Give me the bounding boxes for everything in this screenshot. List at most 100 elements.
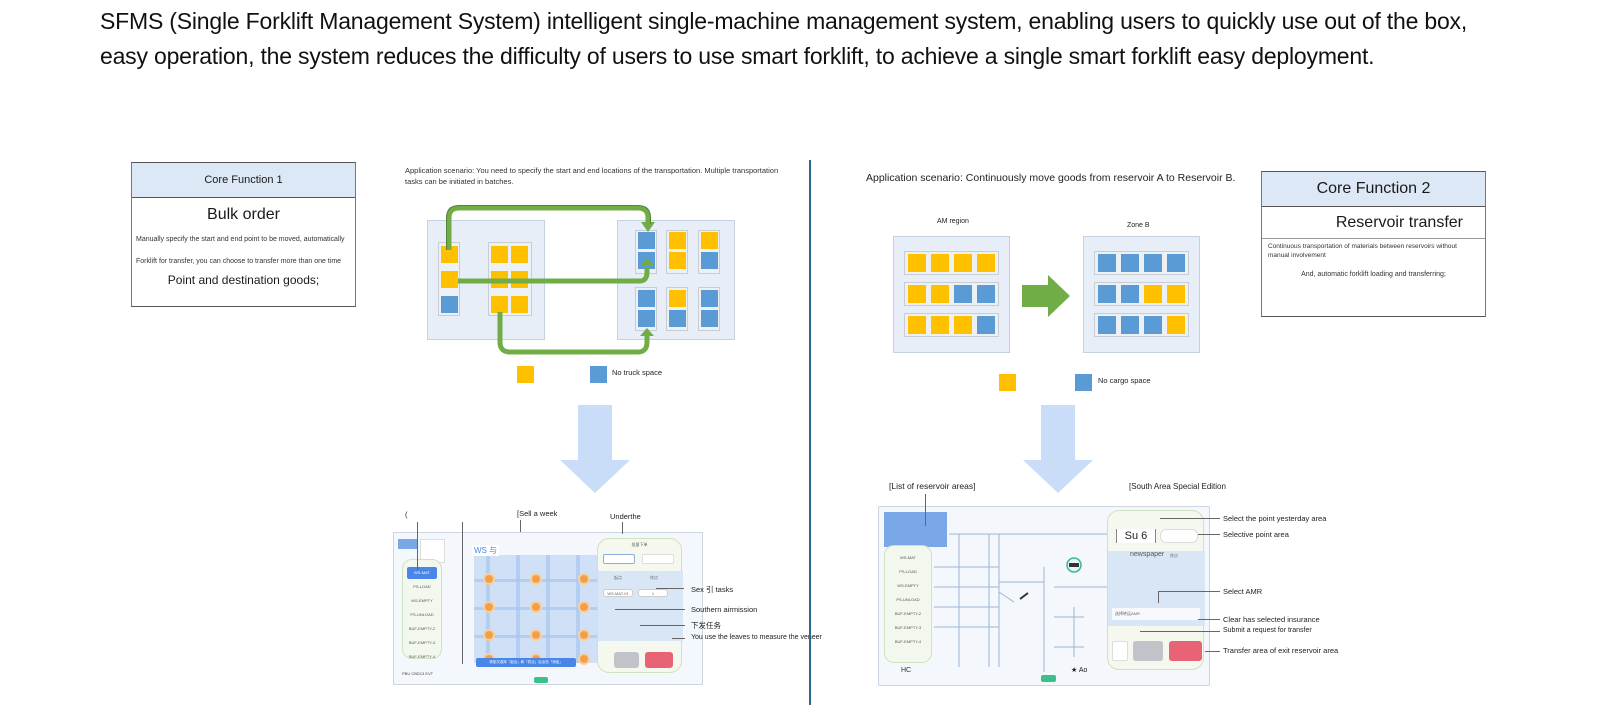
mock-1-list-item[interactable]: BUF-EMPTY-4 [408, 654, 436, 659]
empty-square [701, 310, 718, 327]
mock-1-device-label[interactable]: PBU CBD13 EVT [402, 671, 434, 676]
cargo-square [701, 232, 718, 249]
cargo-square [908, 285, 926, 303]
mock-1-annotation-left: ( [405, 510, 408, 519]
empty-square [1121, 285, 1139, 303]
region-a-grid [893, 236, 1010, 353]
mock-2-list-item[interactable]: BUF-EMPTY-3 [894, 625, 922, 630]
mock-1-panel-title: 批量下单 [631, 542, 648, 547]
core-function-2-header: Core Function 2 [1262, 172, 1485, 207]
mock-2-area-list: WS-MAT PS-LOAD WS-EMPTY PS-UNLOAD BUF-EM… [884, 545, 932, 663]
empty-square [441, 296, 458, 313]
route-top [446, 205, 651, 250]
empty-square [638, 290, 655, 307]
mock-2-list-item[interactable]: BUF-EMPTY-2 [894, 611, 922, 616]
cargo-square [491, 296, 508, 313]
empty-square [638, 232, 655, 249]
mock-1-area-list: WS-MAT PS-LOAD WS-EMPTY PS-UNLOAD BUF-EM… [402, 559, 442, 659]
scenario-2-text: Application scenario: Continuously move … [866, 172, 1236, 184]
cargo-square [931, 316, 949, 334]
mock-1-annotation-middle: [Sell a week [517, 509, 558, 518]
mock-2-minimap [884, 512, 947, 547]
mock-2-device-label[interactable]: HC [901, 667, 912, 674]
cargo-square [1144, 285, 1162, 303]
mock-1-list-item[interactable]: PS-LOAD [413, 584, 431, 589]
empty-square [1144, 316, 1162, 334]
region-a-label: AM region [937, 218, 969, 225]
legend-empty-label: No cargo space [1098, 376, 1151, 385]
cargo-square [931, 254, 949, 272]
mock-2-track-map [934, 533, 1124, 672]
mock-2-submit-button[interactable] [1133, 641, 1163, 661]
mock-2-exit-button[interactable] [1169, 641, 1202, 661]
transfer-routes [446, 205, 655, 355]
cargo-square [908, 316, 926, 334]
mock-1-annotation: Sex 引 tasks [691, 585, 734, 594]
mock-1-list-item[interactable]: BUF-EMPTY-3 [408, 640, 436, 645]
arrowhead [640, 328, 654, 336]
scenario-1-text: Application scenario: You need to specif… [405, 166, 779, 186]
mock-2-list-item[interactable]: WS-EMPTY [897, 583, 919, 588]
mock-1-dispatch-button[interactable] [645, 652, 673, 668]
mock-1-map-label: WS 与 [472, 545, 500, 556]
cargo-square [1167, 316, 1185, 334]
empty-square [669, 310, 686, 327]
mock-2-list-item[interactable]: BUF-EMPTY-4 [894, 639, 922, 644]
cargo-square [511, 246, 528, 263]
arrowhead [640, 258, 654, 266]
cargo-square [1167, 285, 1185, 303]
mock-1-list-item[interactable]: WS-MAT [407, 567, 437, 579]
empty-square [1098, 285, 1116, 303]
core-function-1-title: Bulk order [207, 206, 280, 223]
cargo-square [669, 290, 686, 307]
core-function-1-desc-1: Manually specify the start and end point… [136, 236, 345, 243]
mock-2-annotation-left: [List of reservoir areas] [889, 481, 976, 491]
cargo-square [491, 246, 508, 263]
route-bottom [497, 312, 650, 355]
mock-2-start-select[interactable]: Su 6 [1116, 529, 1156, 543]
core-function-1-card: Core Function 1 Bulk order Manually spec… [131, 162, 356, 307]
empty-square [954, 285, 972, 303]
mock-1-start-field[interactable]: WS-MAT-01 [603, 589, 633, 597]
intro-paragraph: SFMS (Single Forklift Management System)… [100, 8, 1468, 69]
mock-2-annotation: Selective point area [1223, 530, 1289, 539]
region-b-label: Zone B [1127, 222, 1150, 229]
mock-1-screenshot: WS-MAT PS-LOAD WS-EMPTY PS-UNLOAD BUF-EM… [393, 532, 703, 685]
mock-1-annotation: You use the leaves to measure the veneer [691, 634, 822, 641]
mock-1-minimap [398, 539, 418, 549]
mock-2-list-item[interactable]: PS-LOAD [899, 569, 917, 574]
mock-1-list-item[interactable]: PS-UNLOAD [410, 612, 434, 617]
mock-2-end-select[interactable] [1160, 529, 1198, 543]
legend-empty-swatch [1075, 374, 1092, 391]
mock-2-clear-button[interactable] [1112, 641, 1128, 661]
empty-square [1121, 254, 1139, 272]
core-function-2-title: Reservoir transfer [1262, 207, 1485, 239]
mock-1-status-toggle[interactable] [534, 677, 548, 683]
mock-1-end-select[interactable] [642, 554, 674, 564]
mock-1-submit-button[interactable] [614, 652, 639, 668]
mock-2-annotation: Clear has selected insurance [1223, 615, 1320, 624]
mock-2-list-item[interactable]: WS-MAT [900, 555, 916, 560]
mock-2-amr-select[interactable]: 选择转运AMR [1112, 608, 1200, 620]
mock-2-col-start: newspaper [1130, 551, 1165, 558]
mock-1-map-grid [474, 555, 604, 663]
mock-1-start-select[interactable] [603, 554, 635, 564]
mock-1-hint-banner: 请依次选择「起点」和「终点」后点击「添加」 [476, 658, 576, 667]
core-function-2-desc: Continuous transportation of materials b… [1268, 243, 1457, 259]
empty-square [1098, 316, 1116, 334]
mock-2-screenshot: WS-MAT PS-LOAD WS-EMPTY PS-UNLOAD BUF-EM… [878, 506, 1210, 686]
empty-square [701, 290, 718, 307]
section-divider [809, 160, 811, 705]
arrowhead [641, 222, 655, 232]
cargo-square [441, 246, 458, 263]
mock-2-annotation: Select AMR [1223, 587, 1263, 596]
mock-2-status-toggle[interactable] [1041, 675, 1056, 682]
mock-1-list-item[interactable]: WS-EMPTY [411, 598, 433, 603]
core-function-1-header: Core Function 1 [132, 163, 355, 198]
mock-2-transfer-panel: Su 6 newspaper 终点 选择转运AMR [1107, 510, 1205, 670]
legend-cargo-swatch [517, 366, 534, 383]
mock-2-list-item[interactable]: PS-UNLOAD [896, 597, 920, 602]
mock-1-count-field[interactable]: 1 [638, 589, 668, 597]
cargo-square [954, 254, 972, 272]
mock-1-list-item[interactable]: BUF-EMPTY-2 [408, 626, 436, 631]
